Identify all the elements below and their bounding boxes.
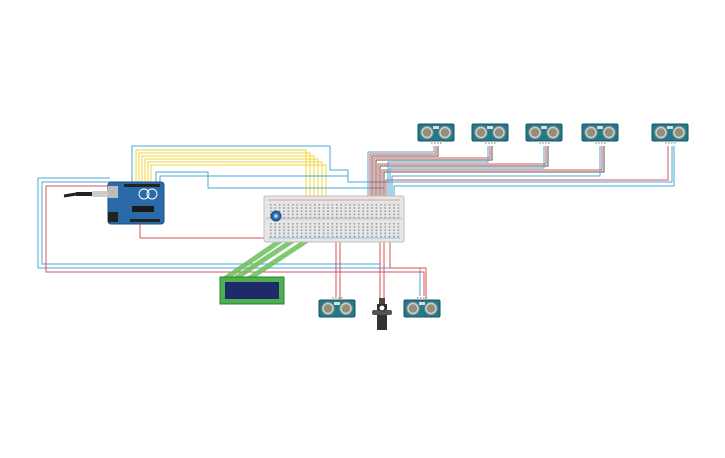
wire-red-top-4[interactable] (381, 146, 603, 196)
wire-red-top-1[interactable] (369, 146, 437, 196)
microcontroller-chip (132, 206, 154, 212)
breadboard-holes (270, 204, 400, 238)
wire-red-top-2[interactable] (373, 146, 491, 196)
usb-port (108, 186, 118, 198)
wire-blue-left-outer[interactable] (37, 177, 421, 296)
digital-header (124, 184, 160, 187)
wire-gnd-top-3[interactable] (379, 146, 549, 196)
wire-blue-top-3[interactable] (159, 175, 348, 186)
wire-yellow-5[interactable] (147, 161, 323, 226)
wire-gnd-top-1[interactable] (371, 146, 439, 196)
lcd-16x2-display[interactable] (219, 276, 285, 305)
wire-blue-top-2[interactable] (155, 171, 384, 189)
breadboard[interactable] (263, 195, 405, 243)
wire-red-bottom-3[interactable] (389, 240, 427, 300)
wire-blue-s2[interactable] (387, 146, 489, 196)
arduino-uno-board[interactable] (107, 181, 165, 225)
wire-yellow-3[interactable] (141, 155, 315, 226)
servo-motor-icon[interactable] (372, 298, 392, 330)
ultrasonic-sensors (318, 123, 689, 318)
wire-red-top-5[interactable] (385, 146, 669, 196)
ultrasonic-sensor-icon[interactable] (318, 297, 356, 318)
analog-header (130, 219, 160, 222)
wire-blue-s4[interactable] (391, 146, 601, 196)
wire-blue-top-1[interactable] (131, 145, 673, 186)
ultrasonic-sensor-icon[interactable] (471, 123, 509, 144)
wire-gnd-top-4[interactable] (383, 146, 605, 196)
ultrasonic-sensor-icon[interactable] (417, 123, 455, 144)
wire-blue-s1[interactable] (367, 146, 435, 196)
usb-cable-icon[interactable] (63, 191, 108, 198)
wire-gnd-top-2[interactable] (375, 146, 493, 196)
arduino-logo-icon (138, 188, 150, 200)
wire-blue-s5[interactable] (393, 146, 675, 196)
wire-yellow-4[interactable] (144, 158, 319, 226)
wire-red-left[interactable] (45, 185, 425, 296)
wire-blue-s3[interactable] (389, 146, 545, 196)
wires-layer (37, 145, 675, 300)
power-jack (108, 212, 118, 222)
ultrasonic-sensor-icon[interactable] (525, 123, 563, 144)
ultrasonic-sensor-icon[interactable] (403, 297, 441, 318)
wire-red-top-3[interactable] (377, 146, 547, 196)
ultrasonic-sensor-icon[interactable] (651, 123, 689, 144)
potentiometer-icon[interactable] (270, 210, 282, 222)
ultrasonic-sensor-icon[interactable] (581, 123, 619, 144)
wire-yellow-2[interactable] (138, 152, 311, 226)
